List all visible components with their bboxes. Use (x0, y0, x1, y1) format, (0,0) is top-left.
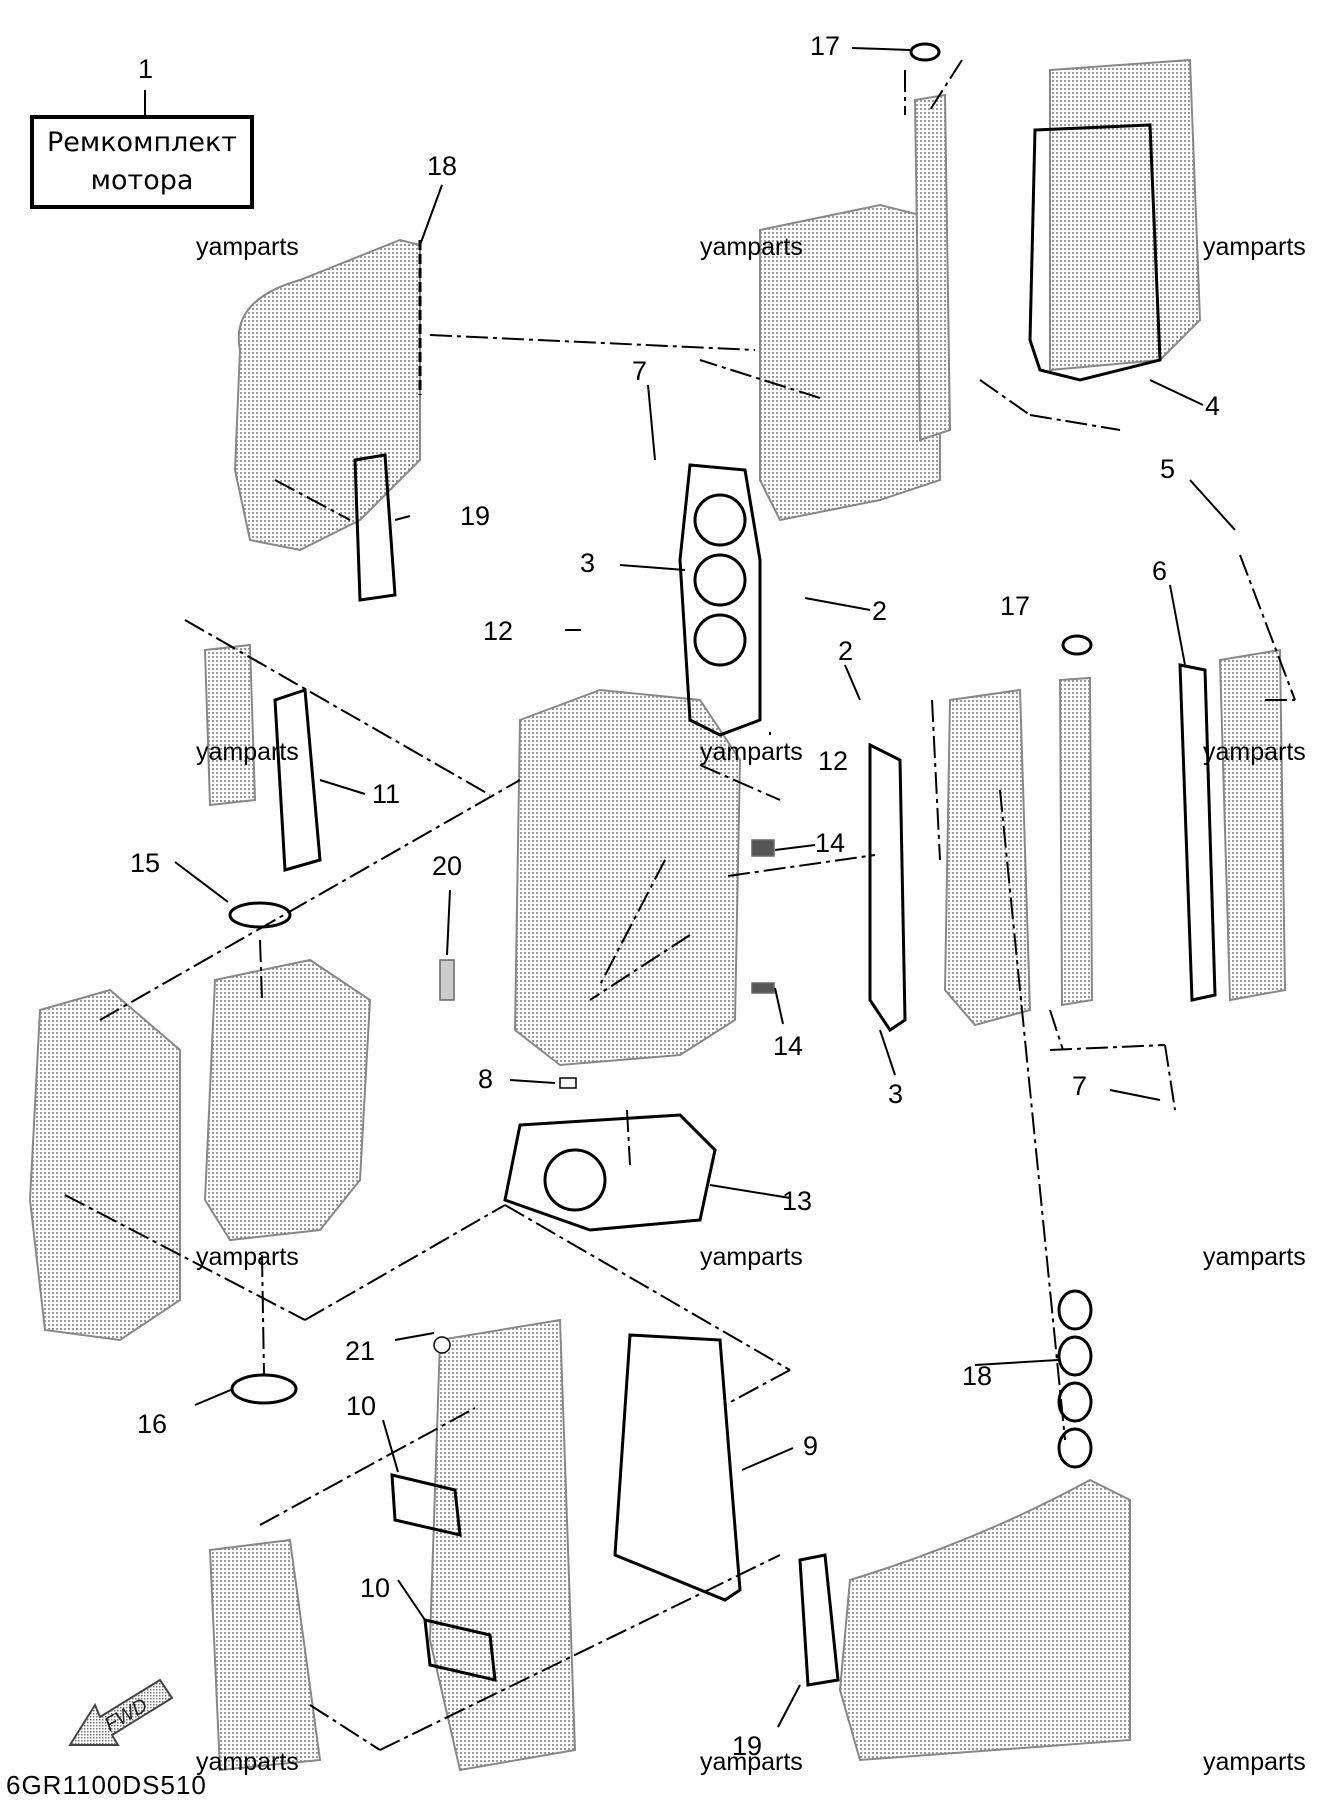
callout-3b: 3 (888, 1079, 903, 1109)
callout-8: 8 (478, 1064, 493, 1094)
crankcase-left-shape (28, 988, 181, 1342)
callout-19a: 19 (460, 501, 490, 531)
callout-1: 1 (138, 54, 153, 84)
cover-gasket-11 (273, 687, 322, 872)
small-gasket-10a (390, 1473, 462, 1537)
callout-12b: 12 (818, 746, 848, 776)
crankshaft-shape (203, 958, 372, 1242)
cylinder-block-shape (513, 688, 742, 1067)
callout-3a: 3 (580, 548, 595, 578)
watermark: yamparts (1203, 738, 1306, 766)
oil-seal-16 (230, 1373, 298, 1405)
base-gasket (503, 1113, 717, 1232)
watermark: yamparts (700, 1748, 803, 1776)
crankcase-gasket (613, 1333, 742, 1602)
small-gasket-10b (423, 1618, 497, 1682)
callout-numbers: 1 2 2 3 3 4 5 6 7 7 8 9 10 10 11 12 12 1… (130, 31, 1220, 1761)
component-shapes (28, 58, 1287, 1772)
callout-18a: 18 (427, 151, 457, 181)
watermark: yamparts (196, 1748, 299, 1776)
callout-4: 4 (1205, 391, 1220, 421)
side-cover-gasket (1178, 663, 1217, 1002)
callout-6: 6 (1152, 556, 1167, 586)
exhaust-cover-shape (838, 1478, 1131, 1762)
callout-20: 20 (432, 851, 462, 881)
callout-15: 15 (130, 848, 160, 878)
watermark: yamparts (196, 1243, 299, 1271)
head-cover-top-shape (1049, 58, 1202, 372)
seal-20 (439, 959, 455, 1001)
callout-2b: 2 (838, 636, 853, 666)
manifold-gasket-bottom (798, 1553, 840, 1687)
callout-14a: 14 (815, 828, 845, 858)
kit-line-1: Ремкомплект (46, 127, 237, 158)
callout-7b: 7 (1072, 1071, 1087, 1101)
callout-13: 13 (782, 1186, 812, 1216)
callout-7a: 7 (632, 356, 647, 386)
callout-2a: 2 (872, 596, 887, 626)
callout-16: 16 (137, 1409, 167, 1439)
watermark: yamparts (700, 738, 803, 766)
valve-cover-gasket (1028, 123, 1162, 382)
oil-seal-15 (228, 901, 292, 929)
diagram-code: 6GR1100DS510 (6, 1770, 207, 1800)
construction-lines (64, 59, 1296, 1751)
plug-21 (433, 1336, 451, 1354)
fwd-arrow-icon: FWD (68, 1678, 174, 1746)
intake-manifold-shape (233, 238, 421, 552)
callout-19b: 19 (732, 1731, 762, 1761)
kit-line-2: мотора (90, 165, 194, 196)
repair-kit-box: Ремкомплект мотора (30, 115, 254, 209)
side-cover-shape (203, 643, 257, 807)
water-fitting-14a (751, 839, 775, 857)
dowel-pin-8 (559, 1077, 577, 1089)
watermark: yamparts (700, 233, 803, 261)
callout-12a: 12 (483, 616, 513, 646)
callout-10b: 10 (360, 1573, 390, 1603)
callout-17b: 17 (1000, 591, 1030, 621)
crankcase-lower-shape (428, 1318, 577, 1772)
water-fitting-14b (751, 982, 775, 994)
head-gasket-top (678, 463, 762, 737)
watermark: yamparts (700, 1243, 803, 1271)
callout-10a: 10 (346, 1391, 376, 1421)
watermark: yamparts (1203, 233, 1306, 261)
cylinder-head-mid-shape (943, 688, 1032, 1027)
callout-14b: 14 (773, 1031, 803, 1061)
gasket-shapes (228, 42, 1217, 1687)
callout-5: 5 (1160, 454, 1175, 484)
manifold-gasket-top (353, 453, 397, 602)
cylinder-head-top-shape (759, 203, 941, 522)
small-parts (433, 839, 775, 1354)
watermark: yamparts (1203, 1748, 1306, 1776)
watermark: yamparts (196, 233, 299, 261)
callout-17a: 17 (810, 31, 840, 61)
camshaft-mid-shape (1058, 676, 1094, 1007)
head-cover-mid-shape (1218, 648, 1287, 1002)
watermark: yamparts (196, 738, 299, 766)
callout-11: 11 (372, 779, 400, 809)
watermark: yamparts (1203, 1243, 1306, 1271)
callout-18b: 18 (962, 1361, 992, 1391)
lower-manifold-shape (208, 1538, 322, 1772)
callout-21: 21 (345, 1336, 375, 1366)
head-gasket-right (868, 742, 907, 1033)
callout-9: 9 (803, 1431, 818, 1461)
camshaft-top-shape (913, 93, 952, 442)
leader-lines (144, 47, 1236, 1728)
